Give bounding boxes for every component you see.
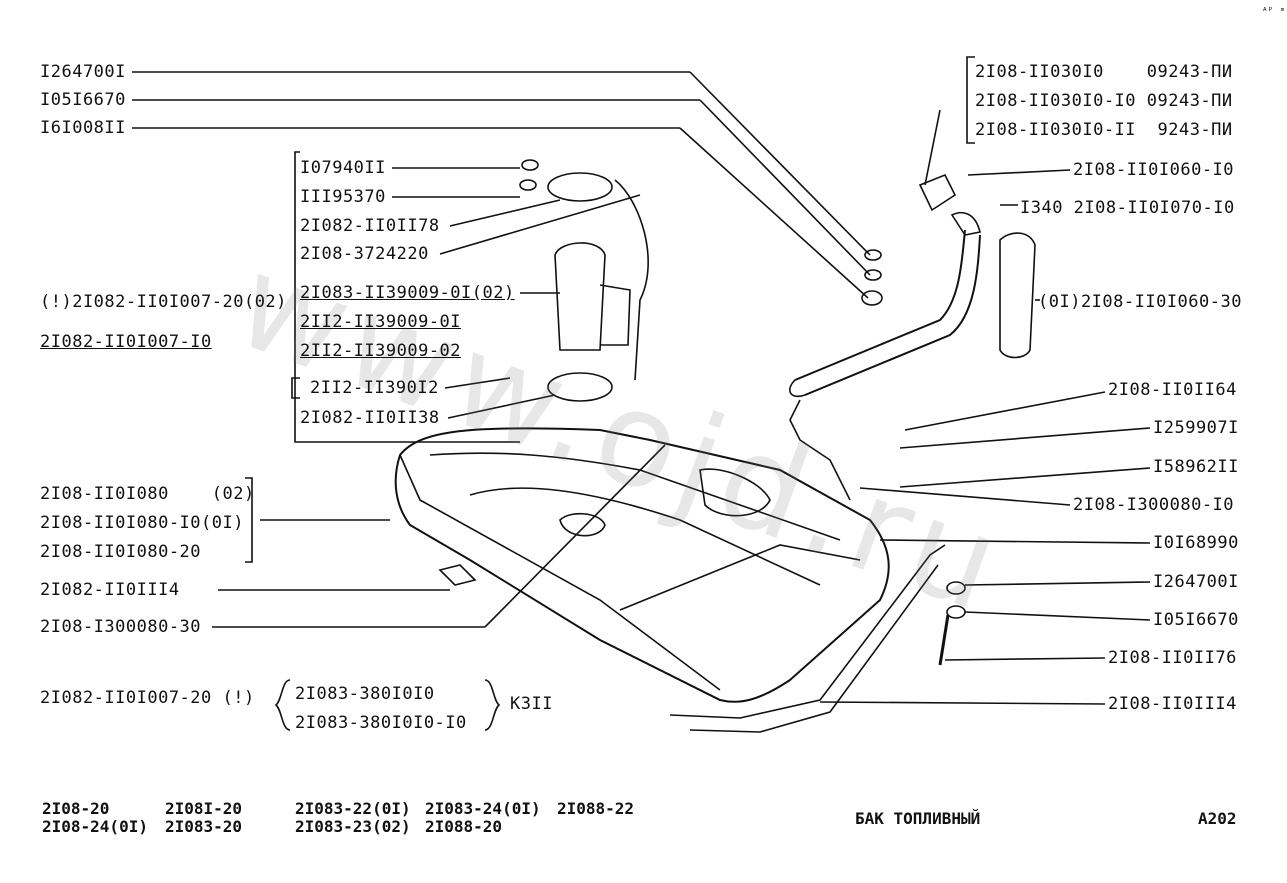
label-part: 2I08-II0I080-20 [40, 542, 202, 562]
pump-note-prefix: 2I082-II0I007-20 (!) [40, 688, 255, 708]
label-part: 2I08-II030I0-I0 09243-ПИ [975, 91, 1233, 111]
model-code: 2I083-23(02) [295, 817, 411, 836]
label-special: 2I082-II0I007-I0 [40, 332, 212, 352]
label-part: 2I08-II0III4 [1108, 694, 1237, 714]
label-part: I340 2I08-II0I070-I0 [1020, 198, 1235, 218]
label-part: I6I008II [40, 118, 126, 138]
pump-note-item: 2I083-380I0I0-I0 [295, 713, 467, 733]
label-part: 2I082-II0II38 [300, 408, 440, 428]
label-part: (0I)2I08-II0I060-30 [1038, 292, 1242, 312]
label-part: 2II2-II39009-02 [300, 341, 462, 361]
label-part: 2I08-3724220 [300, 244, 429, 264]
label-part: I58962II [1153, 457, 1239, 477]
model-code: 2I088-22 [557, 799, 635, 818]
label-part: III95370 [300, 187, 386, 207]
model-code: 2I088-20 [425, 817, 503, 836]
model-code: 2I08I-20 [165, 799, 243, 818]
model-code: 2I08-24(0I) [42, 817, 148, 836]
model-code: 2I083-22(0I) [295, 799, 411, 818]
pump-note-suffix: K3II [510, 694, 553, 714]
label-part: I07940II [300, 158, 386, 178]
label-part: 2I08-II0II76 [1108, 648, 1237, 668]
label-part: 2I08-I300080-30 [40, 617, 202, 637]
label-part: 2II2-II39009-0I [300, 312, 462, 332]
label-part: 2I08-II0I080-I0(0I) [40, 513, 244, 533]
page-code: A202 [1198, 809, 1237, 828]
label-special: (!)2I082-II0I007-20(02) [40, 292, 287, 312]
page-title: БАК ТОПЛИВНЫЙ [855, 809, 981, 828]
label-part: 2I08-II030I0-II 9243-ПИ [975, 120, 1233, 140]
label-part: 2II2-II390I2 [310, 378, 439, 398]
model-code: 2I083-20 [165, 817, 243, 836]
pump-note-item: 2I083-380I0I0 [295, 684, 435, 704]
label-part: I264700I [40, 62, 126, 82]
label-part: 2I082-II0II78 [300, 216, 440, 236]
label-part: 2I08-I300080-I0 [1073, 495, 1235, 515]
label-part: I05I6670 [1153, 610, 1239, 630]
model-code: 2I083-24(0I) [425, 799, 541, 818]
label-part: I05I6670 [40, 90, 126, 110]
label-part: 2I083-II39009-0I(02) [300, 283, 515, 303]
model-code: 2I08-20 [42, 799, 110, 818]
corner-mark: ᴬᴾ ᵐᵒ [1262, 7, 1287, 17]
label-part: 2I08-II030I0 09243-ПИ [975, 62, 1233, 82]
label-part: 2I08-II0I080 (02) [40, 484, 255, 504]
label-part: I264700I [1153, 572, 1239, 592]
label-part: 2I08-II0I060-I0 [1073, 160, 1235, 180]
label-part: I259907I [1153, 418, 1239, 438]
label-part: I0I68990 [1153, 533, 1239, 553]
label-part: 2I082-II0III4 [40, 580, 180, 600]
label-part: 2I08-II0II64 [1108, 380, 1237, 400]
